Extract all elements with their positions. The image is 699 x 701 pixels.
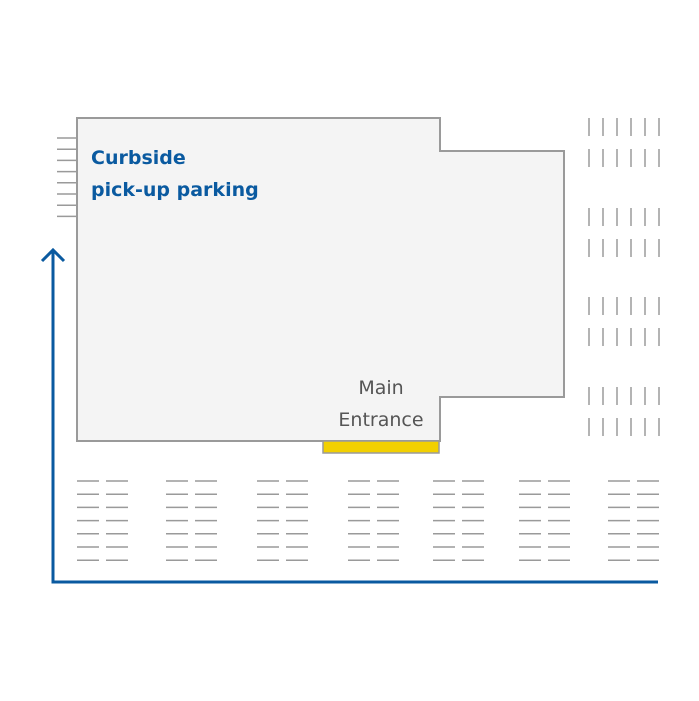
building-footprint (76, 117, 565, 442)
route-arrow-icon (40, 247, 658, 584)
entrance-label-line1: Main (358, 377, 403, 399)
bottom-parking-lot (77, 480, 659, 561)
main-entrance-marker (322, 440, 440, 454)
route-arrowhead (40, 247, 66, 263)
entrance-label-line2: Entrance (338, 409, 423, 431)
curbside-parking-stalls (57, 137, 77, 218)
curbside-label-line1: Curbside (91, 147, 186, 169)
right-parking-lot (588, 118, 660, 436)
route-path (51, 250, 658, 584)
curbside-label-line2: pick-up parking (91, 179, 259, 201)
